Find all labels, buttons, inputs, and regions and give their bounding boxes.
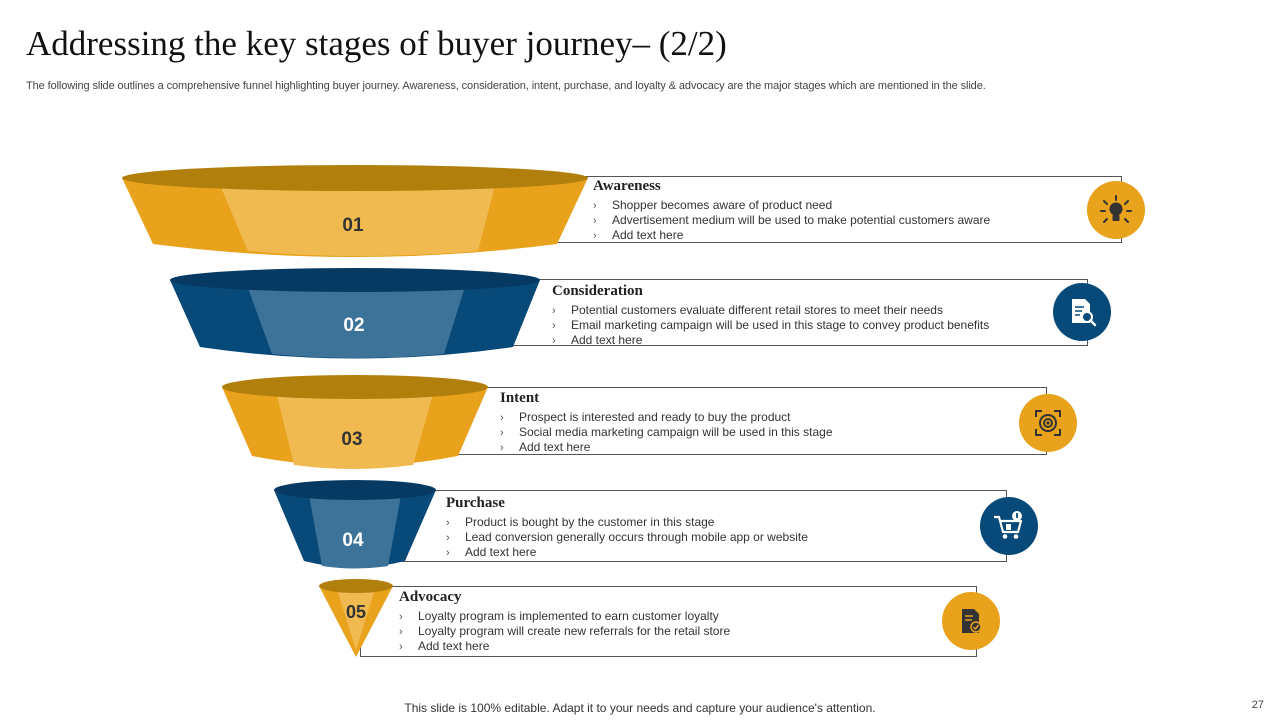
stage-number-02: 02 [343, 315, 364, 336]
document-search-icon [1053, 283, 1111, 341]
bullet-item: ›Add text here [500, 440, 591, 454]
bullet-item: ›Add text here [593, 228, 684, 242]
chevron-right-icon: › [593, 215, 597, 227]
funnel-tier-1 [122, 165, 588, 257]
slide-footer: This slide is 100% editable. Adapt it to… [404, 701, 876, 715]
chevron-right-icon: › [552, 305, 556, 317]
chevron-right-icon: › [446, 517, 450, 529]
bullet-item: ›Add text here [552, 333, 643, 347]
funnel-tier-3 [222, 375, 488, 469]
stage-text-purchase: Purchase ›Product is bought by the custo… [446, 495, 808, 560]
target-icon [1019, 394, 1077, 452]
bullet-item: ›Add text here [446, 545, 537, 559]
bullet-item: ›Shopper becomes aware of product need [593, 198, 833, 212]
stage-title: Intent [500, 390, 540, 406]
bullet-item: ›Loyalty program is implemented to earn … [399, 609, 719, 623]
bullet-item: ›Advertisement medium will be used to ma… [593, 213, 991, 227]
loyalty-document-icon [942, 592, 1000, 650]
stage-title: Purchase [446, 495, 505, 511]
chevron-right-icon: › [500, 442, 504, 454]
lightbulb-network-icon [1087, 181, 1145, 239]
bullet-item: ›Lead conversion generally occurs throug… [446, 530, 808, 544]
bullet-item: ›Add text here [399, 639, 490, 653]
chevron-right-icon: › [593, 230, 597, 242]
slide-subtitle: The following slide outlines a comprehen… [26, 80, 986, 92]
bullet-item: ›Social media marketing campaign will be… [500, 425, 833, 439]
bullet-item: ›Potential customers evaluate different … [552, 303, 943, 317]
chevron-right-icon: › [446, 547, 450, 559]
slide-title: Addressing the key stages of buyer journ… [26, 24, 727, 63]
stage-title: Advocacy [399, 589, 462, 605]
chevron-right-icon: › [399, 611, 403, 623]
shopping-cart-icon [980, 497, 1038, 555]
chevron-right-icon: › [446, 532, 450, 544]
funnel-tier-5 [319, 579, 393, 657]
stage-number-01: 01 [342, 215, 364, 236]
page-number: 27 [1251, 699, 1264, 711]
stage-title: Consideration [552, 283, 643, 299]
bullet-item: ›Email marketing campaign will be used i… [552, 318, 990, 332]
stage-text-intent: Intent ›Prospect is interested and ready… [500, 390, 833, 455]
bullet-item: ›Product is bought by the customer in th… [446, 515, 715, 529]
chevron-right-icon: › [500, 412, 504, 424]
chevron-right-icon: › [399, 626, 403, 638]
stage-number-04: 04 [342, 530, 364, 551]
stage-title: Awareness [593, 178, 661, 194]
funnel-tier-2 [170, 268, 540, 359]
chevron-right-icon: › [593, 200, 597, 212]
stage-number-03: 03 [341, 429, 362, 450]
funnel-tier-4 [274, 480, 436, 569]
stage-text-consideration: Consideration ›Potential customers evalu… [552, 283, 989, 348]
bullet-item: ›Loyalty program will create new referra… [399, 624, 731, 638]
chevron-right-icon: › [552, 320, 556, 332]
chevron-right-icon: › [500, 427, 504, 439]
stage-number-05: 05 [346, 602, 366, 622]
chevron-right-icon: › [399, 641, 403, 653]
bullet-item: ›Prospect is interested and ready to buy… [500, 410, 791, 424]
stage-text-advocacy: Advocacy ›Loyalty program is implemented… [399, 589, 730, 654]
stage-text-awareness: Awareness ›Shopper becomes aware of prod… [593, 178, 990, 243]
chevron-right-icon: › [552, 335, 556, 347]
